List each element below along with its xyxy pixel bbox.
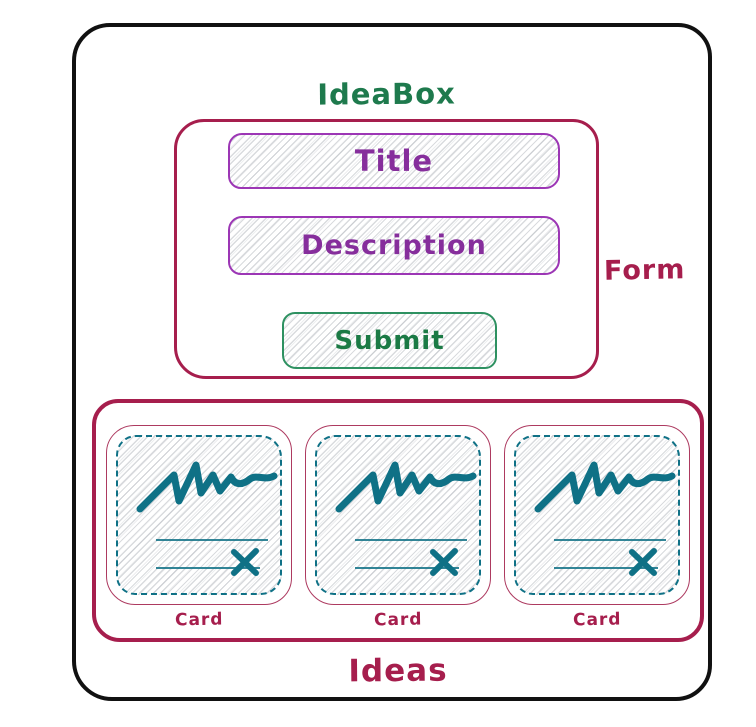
text-line: [355, 567, 459, 569]
title-input-label: Title: [354, 144, 434, 178]
text-line: [355, 539, 467, 541]
idea-card: [106, 425, 292, 605]
close-x-icon[interactable]: [626, 545, 660, 579]
card-label: Card: [174, 609, 224, 631]
text-line: [156, 567, 260, 569]
submit-button[interactable]: Submit: [282, 312, 497, 369]
text-line: [554, 539, 666, 541]
ideas-label: Ideas: [348, 652, 448, 690]
ideas-box: Card Card: [92, 399, 704, 642]
app-frame: IdeaBox Title Description Submit Form: [72, 23, 712, 701]
submit-button-label: Submit: [334, 325, 445, 356]
card-inner: [116, 435, 282, 595]
scribble-drawing-icon: [534, 461, 676, 513]
text-line: [554, 567, 658, 569]
card-wrap: Card: [504, 425, 690, 630]
form-label: Form: [603, 254, 686, 287]
close-x-icon[interactable]: [228, 545, 262, 579]
description-input[interactable]: Description: [228, 216, 560, 275]
card-wrap: Card: [106, 425, 292, 630]
title-input[interactable]: Title: [228, 133, 560, 189]
close-x-icon[interactable]: [427, 545, 461, 579]
card-label: Card: [373, 609, 423, 631]
text-line: [156, 539, 268, 541]
idea-card: [504, 425, 690, 605]
card-inner: [514, 435, 680, 595]
card-label: Card: [572, 609, 622, 631]
card-wrap: Card: [305, 425, 491, 630]
card-inner: [315, 435, 481, 595]
idea-card: [305, 425, 491, 605]
description-input-label: Description: [301, 230, 487, 261]
scribble-drawing-icon: [136, 461, 278, 513]
page-title: IdeaBox: [317, 76, 456, 112]
form-box: Title Description Submit: [174, 119, 599, 379]
scribble-drawing-icon: [335, 461, 477, 513]
